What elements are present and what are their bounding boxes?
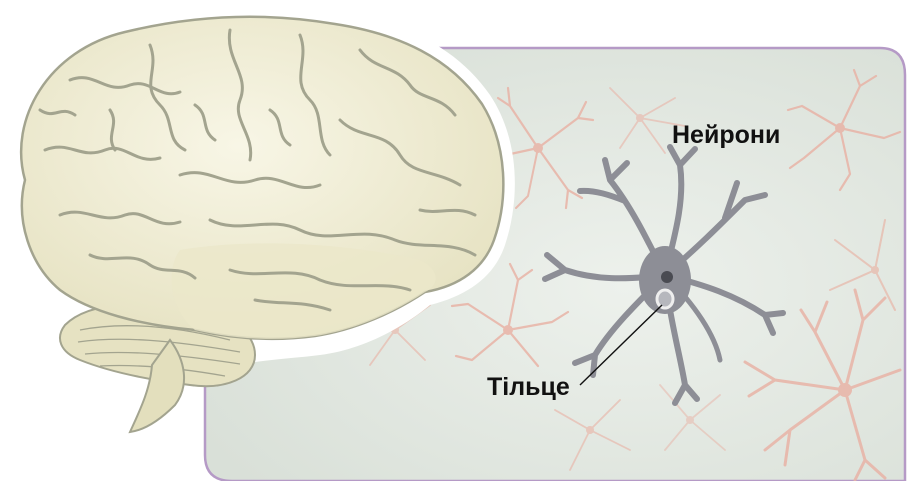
neurons-label: Нейрони (672, 121, 780, 150)
cell-body-label: Тільце (487, 373, 570, 402)
nucleus (661, 271, 673, 283)
cell-body-highlight (657, 290, 673, 308)
